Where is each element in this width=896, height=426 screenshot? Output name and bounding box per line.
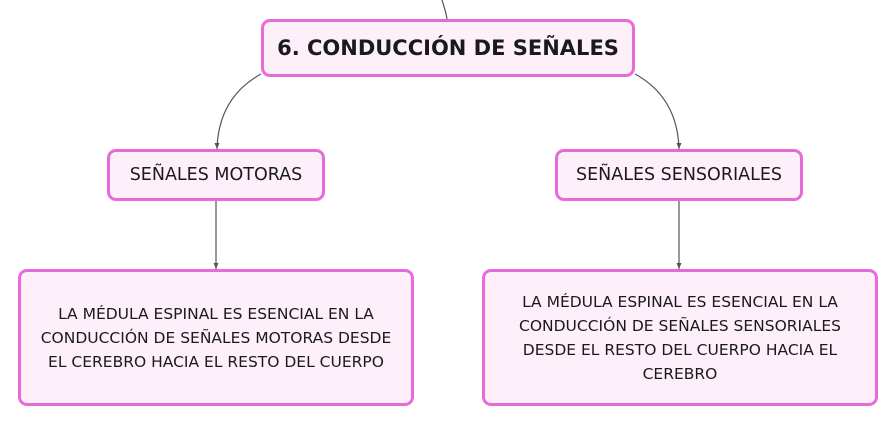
node-detail-motoras[interactable]: LA MÉDULA ESPINAL ES ESENCIAL EN LA COND…	[18, 269, 414, 406]
node-senales-motoras[interactable]: SEÑALES MOTORAS	[107, 149, 325, 201]
root-node[interactable]: 6. CONDUCCIÓN DE SEÑALES	[261, 19, 635, 77]
node-detail-sensoriales-text: LA MÉDULA ESPINAL ES ESENCIAL EN LA COND…	[519, 292, 841, 383]
arrowhead-motoras	[214, 143, 220, 149]
connector-parent-to-root	[441, 0, 448, 20]
node-detail-sensoriales[interactable]: LA MÉDULA ESPINAL ES ESENCIAL EN LA COND…	[482, 269, 878, 406]
connector-root-to-sensoriales	[634, 73, 680, 150]
node-senales-motoras-label: SEÑALES MOTORAS	[129, 165, 303, 185]
node-senales-sensoriales-label: SEÑALES SENSORIALES	[575, 165, 783, 185]
arrowhead-sensoriales	[676, 143, 682, 149]
arrowhead-sensoriales-detail	[676, 263, 682, 269]
root-node-label: 6. CONDUCCIÓN DE SEÑALES	[277, 36, 619, 60]
node-detail-motoras-text: LA MÉDULA ESPINAL ES ESENCIAL EN LA COND…	[40, 304, 392, 371]
connector-root-to-motoras	[216, 73, 262, 150]
arrowhead-motoras-detail	[213, 263, 219, 269]
node-senales-sensoriales[interactable]: SEÑALES SENSORIALES	[555, 149, 803, 201]
